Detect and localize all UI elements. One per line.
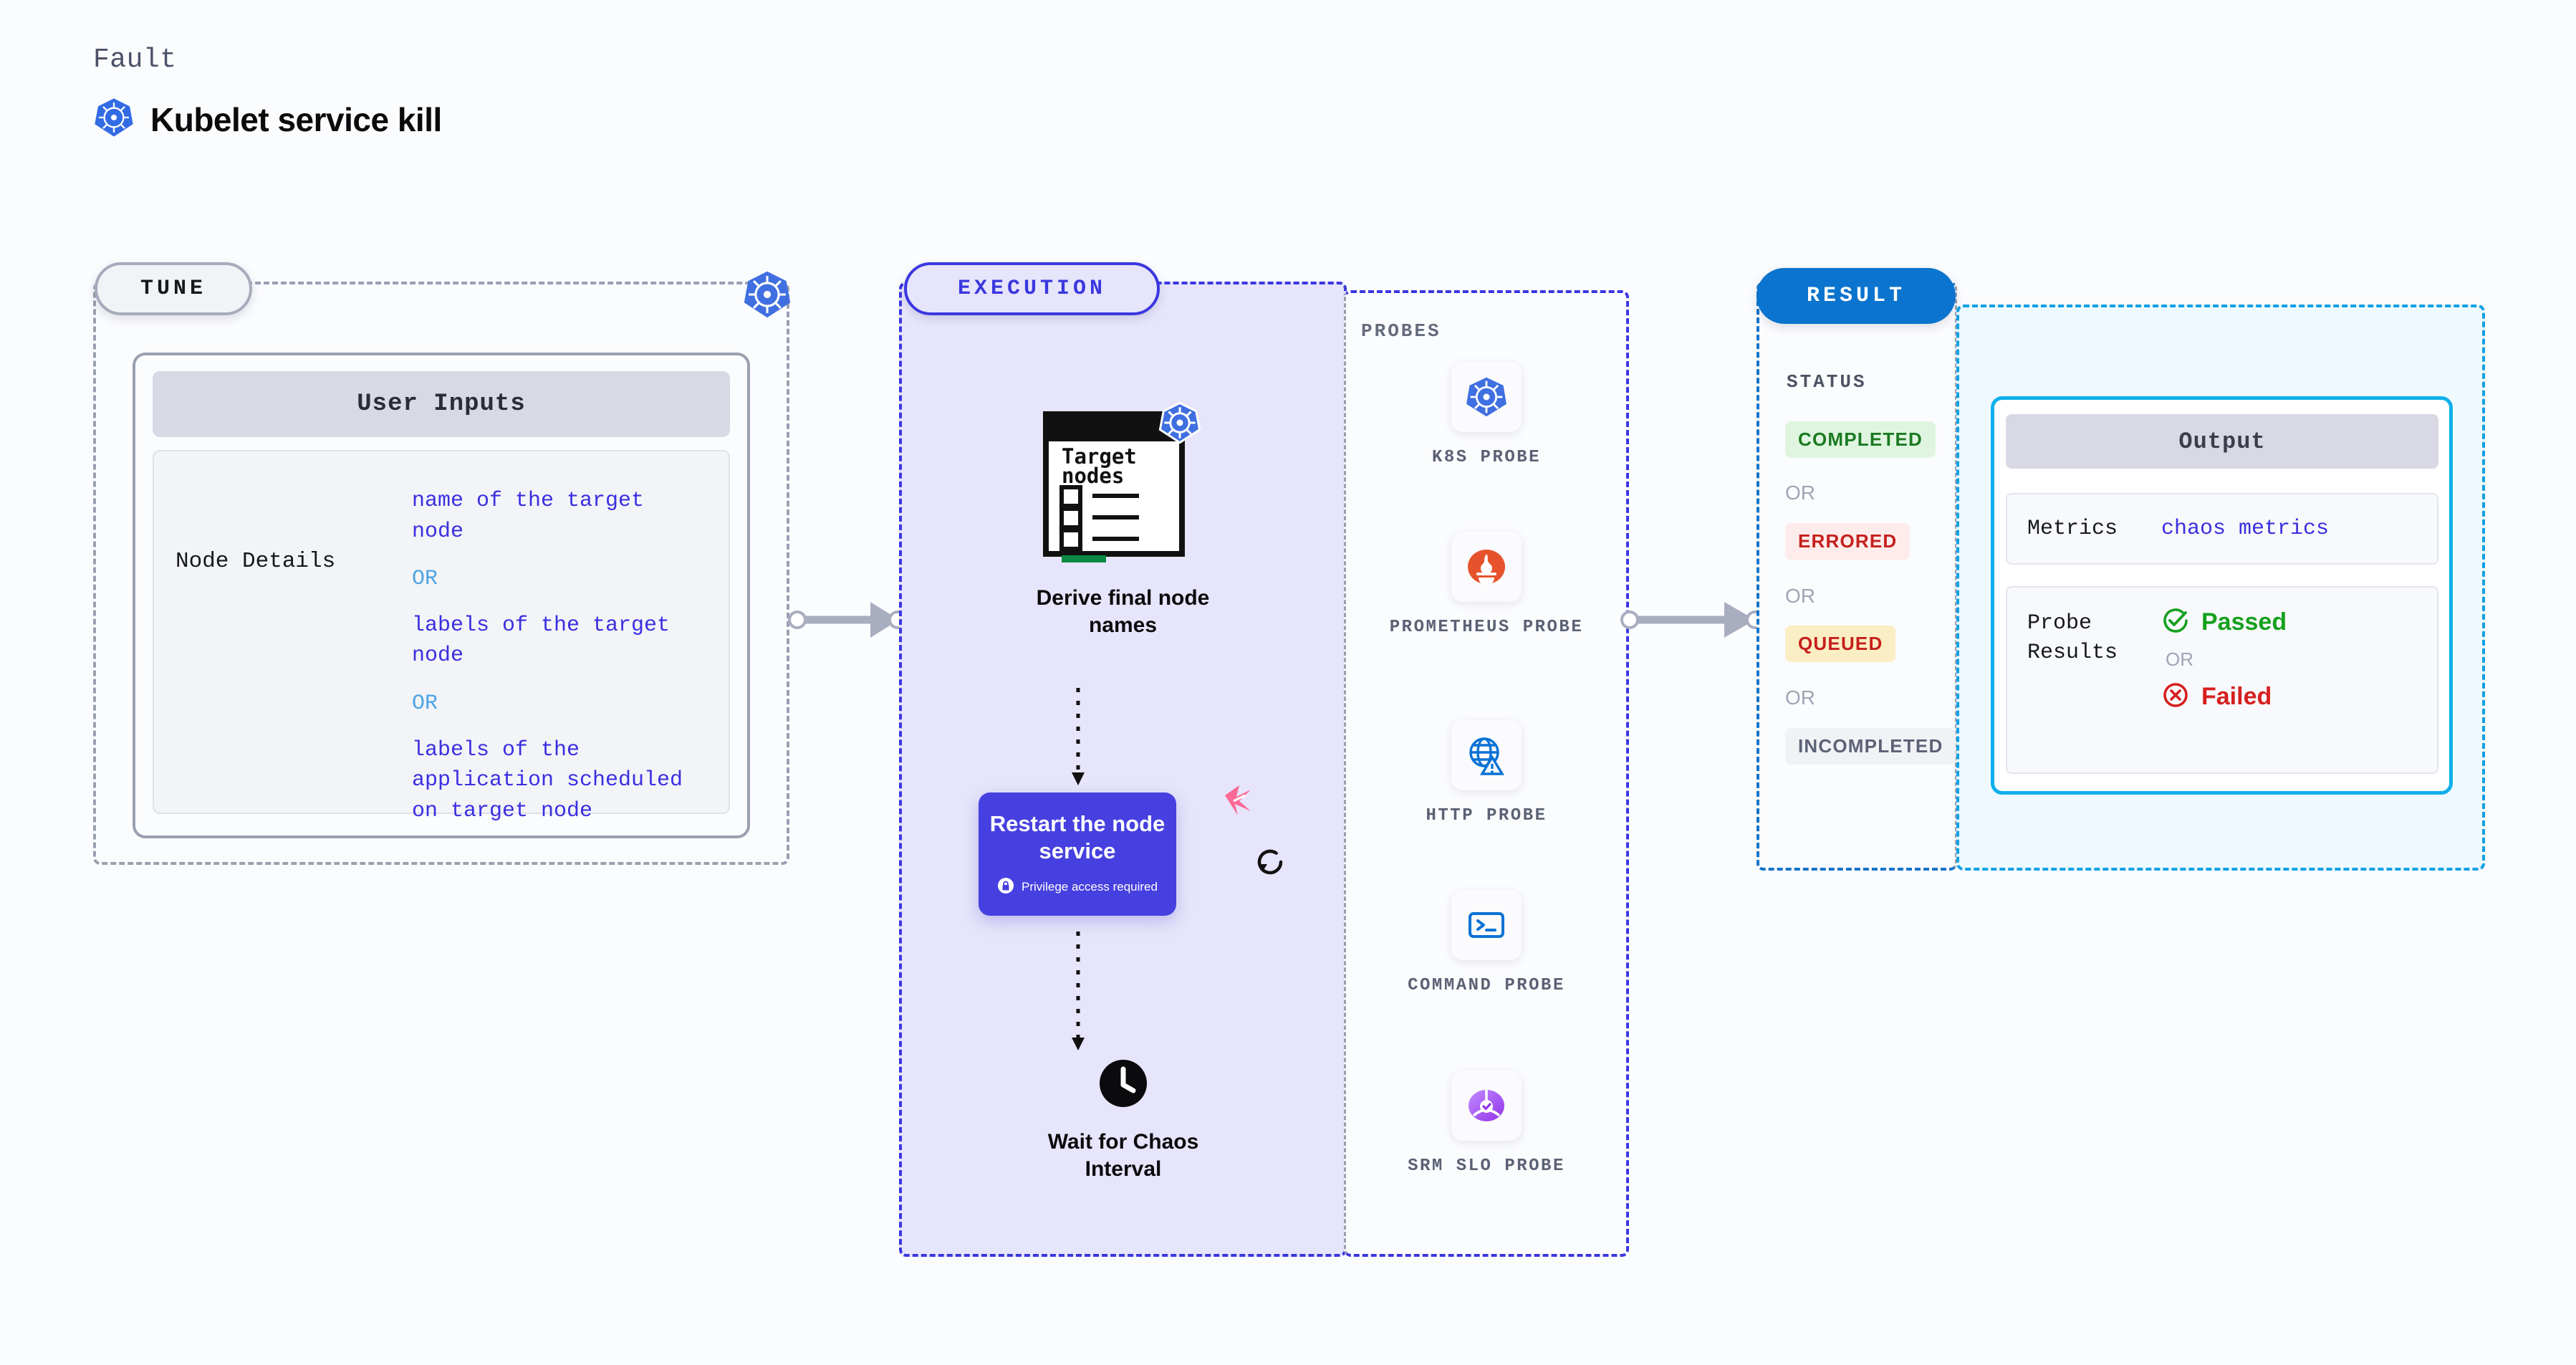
user-inputs-title: User Inputs <box>153 371 730 437</box>
or-separator-1: OR <box>412 691 438 716</box>
connector-dot-start <box>1620 610 1639 629</box>
or-separator-0: OR <box>412 567 438 592</box>
fault-kicker: Fault <box>93 44 177 75</box>
title-row: Kubelet service kill <box>93 97 442 142</box>
probe-command[interactable]: COMMAND PROBE <box>1379 890 1594 997</box>
probe-label: SRM SLO PROBE <box>1408 1156 1565 1176</box>
probe-label: HTTP PROBE <box>1426 806 1547 825</box>
flow-arrow-derive-to-restart <box>1066 688 1090 788</box>
probe-results-key: Probe Results <box>2027 611 2118 665</box>
probe-http[interactable]: HTTP PROBE <box>1379 720 1594 828</box>
kubernetes-icon <box>93 97 135 142</box>
globe-warning-icon <box>1451 720 1522 790</box>
status-badge-errored: ERRORED <box>1785 523 1911 560</box>
output-title: Output <box>2006 414 2438 469</box>
status-badge-incompleted: INCOMPLETED <box>1785 728 1956 765</box>
execution-step-wait-for-chaos-interval[interactable]: Wait for Chaos Interval <box>1023 1058 1224 1184</box>
lock-icon <box>997 877 1014 898</box>
failed-label: Failed <box>2201 683 2272 710</box>
execution-step-restart-node-service[interactable]: Restart the node service Privilege acces… <box>979 792 1176 916</box>
srm-slo-icon <box>1451 1071 1522 1141</box>
clock-icon <box>1097 1060 1149 1112</box>
metrics-value[interactable]: chaos metrics <box>2161 517 2330 541</box>
execution-badge[interactable]: EXECUTION <box>904 262 1160 315</box>
status-or-2: OR <box>1785 686 1815 709</box>
probe-or-separator: OR <box>2166 648 2193 670</box>
kubernetes-icon <box>1158 401 1201 448</box>
retry-icon[interactable] <box>1254 846 1287 882</box>
page-title: Kubelet service kill <box>150 100 442 138</box>
node-details-value-1: labels of the target node <box>412 613 671 669</box>
node-details-value-0: name of the target node <box>412 489 645 544</box>
prometheus-icon <box>1451 532 1522 602</box>
status-badge-queued: QUEUED <box>1785 626 1896 662</box>
probe-verdict-passed: Passed <box>2161 606 2287 638</box>
probe-label: PROMETHEUS PROBE <box>1389 618 1584 637</box>
privilege-text: Privilege access required <box>1022 880 1158 894</box>
status-or-1: OR <box>1785 585 1815 607</box>
privilege-note: Privilege access required <box>997 877 1158 898</box>
metrics-key: Metrics <box>2027 516 2118 541</box>
result-panel <box>1756 282 1957 871</box>
result-badge[interactable]: RESULT <box>1756 268 1956 324</box>
x-circle-icon <box>2161 681 2190 713</box>
target-nodes-checklist-icon: Target nodes <box>1042 401 1203 571</box>
terminal-icon <box>1451 890 1522 960</box>
wait-step-label: Wait for Chaos Interval <box>1047 1130 1199 1182</box>
probe-results-row: Probe Results Passed OR Failed <box>2006 586 2438 774</box>
check-circle-icon <box>2161 606 2190 638</box>
kubernetes-icon <box>1451 362 1522 432</box>
probe-prometheus[interactable]: PROMETHEUS PROBE <box>1379 532 1594 639</box>
node-details-value-2: labels of the application scheduled on t… <box>412 737 683 823</box>
probe-k8s[interactable]: K8S PROBE <box>1379 362 1594 469</box>
harness-icon <box>1218 780 1258 823</box>
svg-text:nodes: nodes <box>1062 464 1124 488</box>
probe-label: COMMAND PROBE <box>1408 976 1565 995</box>
probe-verdict-failed: Failed <box>2161 681 2287 713</box>
connector-dot-start <box>788 610 807 629</box>
probes-section-label: PROBES <box>1361 320 1441 342</box>
node-details-key: Node Details <box>176 549 336 574</box>
restart-step-label: Restart the node service <box>989 811 1166 863</box>
probe-label: K8S PROBE <box>1431 448 1542 467</box>
connector-execution-result <box>1620 595 1764 645</box>
status-or-0: OR <box>1785 482 1815 504</box>
page-header: Fault Kubelet service kill <box>93 44 442 142</box>
svg-text:Target: Target <box>1062 444 1137 469</box>
flow-arrow-restart-to-wait <box>1066 931 1090 1053</box>
metrics-row: Metrics chaos metrics <box>2006 493 2438 565</box>
status-section-label: STATUS <box>1787 371 1867 393</box>
execution-step-derive-final-node-names[interactable]: Target nodes Derive final node names <box>1021 401 1225 640</box>
passed-label: Passed <box>2201 608 2287 636</box>
connector-tune-execution <box>788 595 907 645</box>
user-inputs-body: Node Details name of the target node OR … <box>153 450 730 823</box>
kubernetes-icon <box>742 269 792 320</box>
tune-badge[interactable]: TUNE <box>95 262 252 315</box>
status-badge-completed: COMPLETED <box>1785 421 1936 458</box>
probe-srm-slo[interactable]: SRM SLO PROBE <box>1379 1071 1594 1178</box>
derive-step-label: Derive final node names <box>1036 586 1210 638</box>
